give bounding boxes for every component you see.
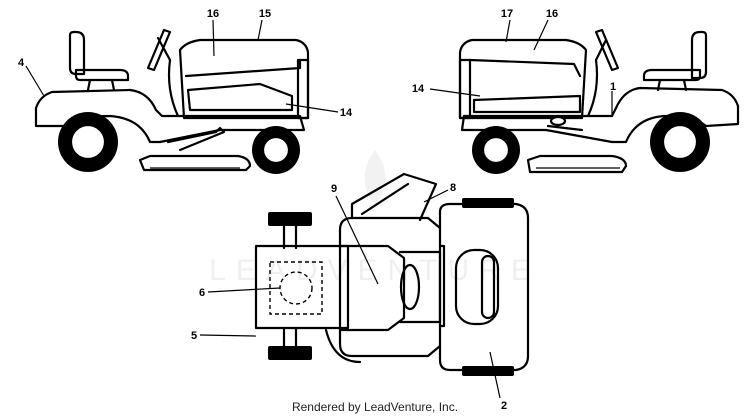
- rear-body-inner: [438, 244, 446, 328]
- seat-support: [86, 78, 116, 92]
- callout-8: 8: [450, 182, 456, 194]
- seat-top: [454, 248, 500, 326]
- callout-6: 6: [199, 287, 205, 299]
- hood: [178, 38, 310, 120]
- dash-inner: [360, 182, 410, 216]
- callout-4: 4: [18, 57, 25, 69]
- front-wheel-rim: [261, 135, 291, 165]
- seat-bottom: [74, 68, 130, 82]
- callout-17: 17: [501, 8, 513, 20]
- steering-hub: [399, 263, 421, 311]
- front-wheel-bottom: [268, 346, 312, 360]
- callout-5: 5: [191, 330, 197, 342]
- steering-wheel: [594, 28, 620, 72]
- mower-deck: [138, 154, 252, 172]
- callout-16-left: 16: [207, 8, 219, 20]
- dash-panel: [350, 172, 438, 222]
- front-axle: [282, 224, 298, 348]
- seat-top-inner: [480, 254, 496, 320]
- rear-body-top: [438, 202, 530, 372]
- watermark-flame-icon: [364, 150, 386, 205]
- hood-top: [254, 244, 350, 330]
- seat-back: [690, 30, 708, 80]
- hood-panel-top: [184, 58, 302, 78]
- watermark: LEADVENTURE: [209, 150, 541, 287]
- steering-wheel: [146, 28, 172, 72]
- callout-1: 1: [610, 81, 616, 93]
- hood-grille: [458, 58, 472, 120]
- lever-knob: [549, 115, 567, 127]
- deck-lift-lever: [546, 124, 584, 132]
- deck-pedal: [166, 126, 226, 152]
- fender-curve: [324, 328, 362, 364]
- callout-14-left: 14: [340, 107, 353, 119]
- tractor-top-view: [254, 172, 530, 376]
- rear-wheel-rim: [661, 123, 699, 161]
- hood-panel-top: [468, 58, 582, 78]
- rear-wheel-top: [462, 198, 514, 208]
- mower-deck: [526, 154, 628, 174]
- steering-column: [594, 38, 608, 62]
- callout-16-right: 16: [546, 8, 558, 20]
- callout-2: 2: [501, 400, 507, 412]
- hood-decal-lower: [186, 82, 294, 112]
- callout-14-right: 14: [412, 83, 425, 95]
- rear-wheel-bottom: [462, 366, 514, 376]
- callout-15: 15: [259, 8, 271, 20]
- frame-outline: [338, 216, 442, 358]
- tractor-left-side-view: [34, 28, 310, 174]
- hood: [458, 38, 588, 120]
- footer-credit: Rendered by LeadVenture, Inc.: [291, 400, 459, 414]
- leader-lines: [25, 19, 613, 399]
- hood-side-curve: [167, 58, 180, 118]
- hood-grille: [296, 58, 310, 120]
- front-wheel-rim: [481, 135, 511, 165]
- seat-back: [68, 30, 86, 76]
- hood-side-curve: [586, 58, 599, 118]
- watermark-text: LEADVENTURE: [209, 254, 541, 287]
- tractor-right-side-view: [458, 28, 740, 174]
- callout-9: 9: [331, 183, 337, 195]
- front-wheel-top: [268, 212, 312, 226]
- hood-decal-lower: [472, 94, 582, 114]
- seat-bottom: [642, 68, 702, 82]
- callouts: 4 16 15 14 17 16 14 1 9 8 6 5 2: [18, 8, 616, 412]
- rear-wheel-rim: [69, 123, 107, 161]
